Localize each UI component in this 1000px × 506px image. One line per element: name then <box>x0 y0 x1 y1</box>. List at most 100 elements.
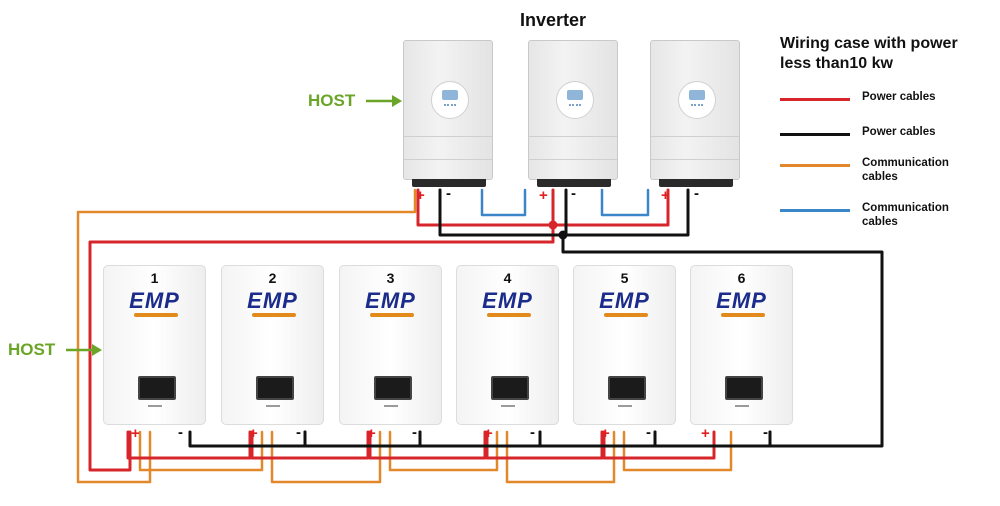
logo-swoosh <box>252 313 296 317</box>
inverter-terminal-strip <box>412 179 486 187</box>
inverter-display-panel <box>431 81 469 119</box>
comm-cable-blue-inv-1-2 <box>480 188 527 217</box>
battery-label-plate <box>148 405 162 407</box>
battery-4-plus: + <box>484 425 493 442</box>
battery-5-plus: + <box>601 425 610 442</box>
battery-4: 4 EMP <box>456 265 559 425</box>
battery-5: 5 EMP <box>573 265 676 425</box>
comm-cable-orange-3-4 <box>388 430 499 472</box>
emp-logo: EMP <box>716 288 767 313</box>
legend-swatch-blue <box>780 209 850 212</box>
battery-screen <box>256 376 294 400</box>
battery-screen <box>491 376 529 400</box>
inverter-1-minus: - <box>446 185 451 202</box>
legend-swatch-black <box>780 133 850 136</box>
battery-number: 4 <box>503 270 512 286</box>
emp-logo: EMP <box>247 288 298 313</box>
battery-1-minus: - <box>178 424 183 441</box>
battery-label-plate <box>618 405 632 407</box>
battery-number: 3 <box>386 270 395 286</box>
inverter-3 <box>650 40 740 187</box>
battery-3: 3 EMP <box>339 265 442 425</box>
junction-black <box>558 230 568 240</box>
inverter-2-minus: - <box>571 185 576 202</box>
inverter-1 <box>403 40 493 187</box>
inverter-terminal-strip <box>659 179 733 187</box>
inverter-display-panel <box>556 81 594 119</box>
diagram-title: Inverter <box>520 10 587 30</box>
inverter-terminal-strip <box>537 179 611 187</box>
battery-number: 2 <box>268 270 277 286</box>
logo-swoosh <box>370 313 414 317</box>
power-cable-black-inv1 <box>438 188 565 237</box>
legend-item-black-power: Power cables <box>780 125 990 159</box>
emp-logo: EMP <box>129 288 180 313</box>
host-arrow-inverter <box>366 95 402 107</box>
inverter-2-plus: + <box>539 187 548 204</box>
battery-1: 1 EMP <box>103 265 206 425</box>
power-cable-black-3-4 <box>418 430 542 448</box>
battery-1-plus: + <box>131 425 140 442</box>
host-label-inverter: HOST <box>308 91 356 110</box>
logo-swoosh <box>604 313 648 317</box>
battery-6: 6 EMP <box>690 265 793 425</box>
legend-swatch-orange <box>780 164 850 167</box>
power-cable-black-2-3 <box>303 430 422 448</box>
battery-label-plate <box>384 405 398 407</box>
power-cable-black-4-5 <box>538 430 657 448</box>
comm-cable-blue-inv-2-3 <box>600 188 650 217</box>
inverter-3-plus: + <box>661 187 670 204</box>
power-cable-black-1-2 <box>188 430 307 448</box>
battery-number: 1 <box>150 270 159 286</box>
legend-item-red-power: Power cables <box>780 90 990 124</box>
battery-screen <box>374 376 412 400</box>
comm-cable-orange-host <box>76 188 417 484</box>
host-label-battery: HOST <box>8 340 56 359</box>
battery-screen <box>725 376 763 400</box>
battery-4-minus: - <box>530 424 535 441</box>
comm-cable-orange-1-2 <box>138 430 264 472</box>
inverter-3-minus: - <box>694 185 699 202</box>
emp-logo: EMP <box>599 288 650 313</box>
battery-3-plus: + <box>367 425 376 442</box>
logo-swoosh <box>487 313 531 317</box>
battery-2: 2 EMP <box>221 265 324 425</box>
inverter-1-plus: + <box>416 187 425 204</box>
power-cable-red-inv1 <box>416 188 555 227</box>
battery-number: 6 <box>737 270 746 286</box>
legend-label: Power cables <box>862 91 936 103</box>
battery-number: 5 <box>620 270 629 286</box>
emp-logo: EMP <box>365 288 416 313</box>
battery-2-minus: - <box>296 424 301 441</box>
legend-item-orange-comm: Communication cables <box>780 156 990 190</box>
power-cable-black-5-6 <box>653 430 772 448</box>
battery-6-minus: - <box>763 424 768 441</box>
battery-2-plus: + <box>249 425 258 442</box>
inverter-display-panel <box>678 81 716 119</box>
legend-label: Communication cables <box>862 157 949 183</box>
power-cable-red-trunk <box>88 223 555 472</box>
inverter-2 <box>528 40 618 187</box>
host-arrow-battery <box>66 344 102 356</box>
battery-screen <box>608 376 646 400</box>
legend-swatch-red <box>780 98 850 101</box>
junction-red <box>548 220 558 230</box>
comm-cable-orange-5-6 <box>622 430 733 472</box>
power-cable-black-inv3 <box>561 188 690 237</box>
legend-title: Wiring case with power less than10 kw <box>780 35 958 72</box>
battery-6-plus: + <box>701 425 710 442</box>
legend-label: Communication cables <box>862 202 949 228</box>
logo-swoosh <box>134 313 178 317</box>
logo-swoosh <box>721 313 765 317</box>
battery-screen <box>138 376 176 400</box>
battery-5-minus: - <box>646 424 651 441</box>
legend-label: Power cables <box>862 126 936 138</box>
power-cable-red-inv3 <box>551 188 670 227</box>
battery-label-plate <box>735 405 749 407</box>
battery-3-minus: - <box>412 424 417 441</box>
legend-item-blue-comm: Communication cables <box>780 201 990 235</box>
battery-label-plate <box>501 405 515 407</box>
battery-label-plate <box>266 405 280 407</box>
emp-logo: EMP <box>482 288 533 313</box>
